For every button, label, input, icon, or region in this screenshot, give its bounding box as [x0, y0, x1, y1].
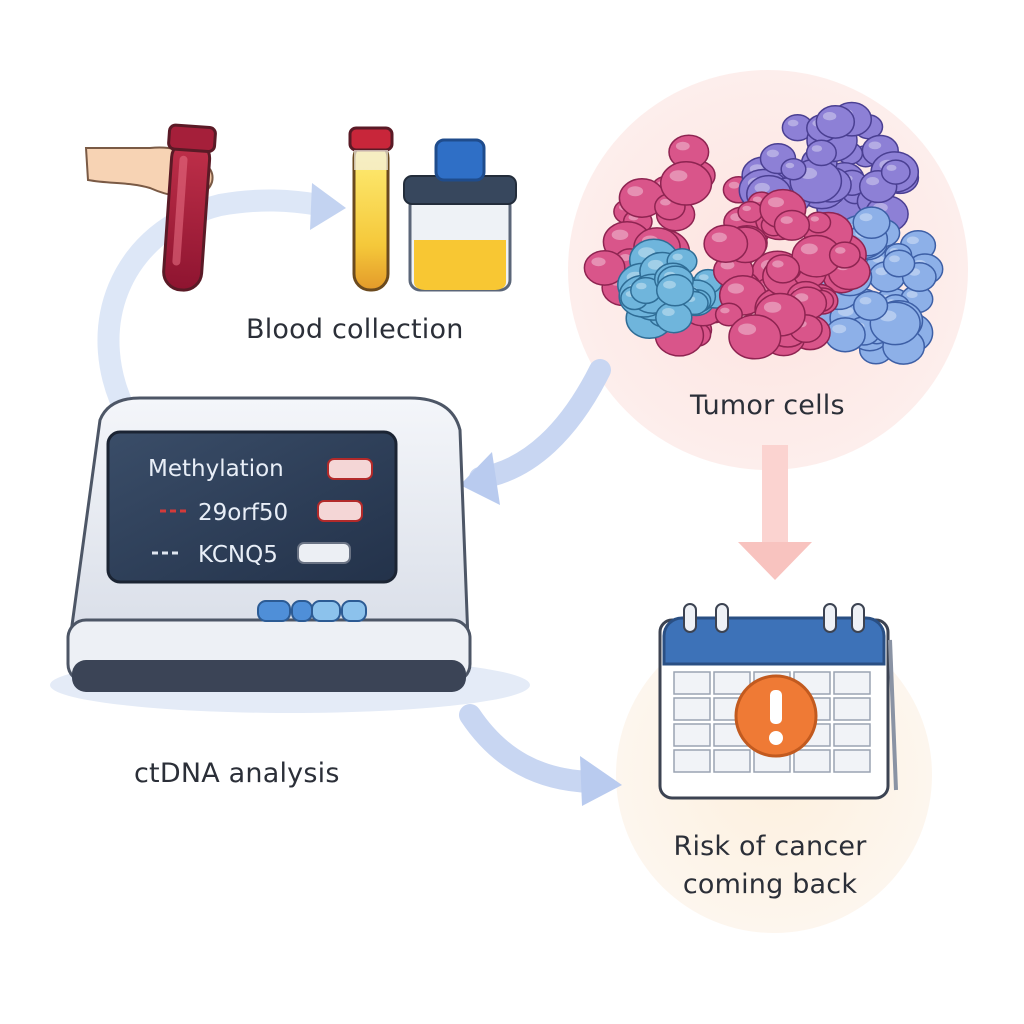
- tumor-cell: [655, 301, 693, 334]
- tumor-cell-highlight: [752, 196, 763, 203]
- risk-label: Risk of cancer coming back: [620, 828, 920, 904]
- tumor-cell: [728, 314, 782, 360]
- tumor-cell-highlight: [868, 141, 882, 150]
- analysis-device-icon: [50, 396, 530, 713]
- tumor-cell-highlight: [727, 283, 745, 294]
- tumor-cell: [714, 302, 743, 327]
- tumor-cell-highlight: [800, 243, 818, 255]
- calendar-cell: [833, 723, 871, 747]
- calendar-cell: [673, 697, 711, 721]
- calendar-cell: [833, 697, 871, 721]
- device-button[interactable]: [257, 600, 291, 622]
- calendar-cell: [833, 671, 871, 695]
- tumor-cells-label: Tumor cells: [690, 390, 845, 421]
- tumor-cell: [780, 157, 807, 181]
- arrow-tumor-to-analysis: [460, 359, 611, 505]
- tumor-cell: [880, 159, 911, 185]
- tumor-cell: [773, 209, 811, 241]
- tumor-cell-highlight: [754, 182, 770, 193]
- tumor-cell-highlight: [780, 216, 793, 224]
- calendar-cell: [833, 749, 871, 773]
- tumor-cell: [828, 241, 861, 269]
- calendar-cell: [713, 749, 751, 773]
- tumor-cell-highlight: [832, 324, 847, 334]
- tumor-cells-icon: [583, 101, 944, 365]
- tumor-cell-highlight: [636, 282, 647, 290]
- tumor-cell-highlight: [663, 280, 676, 289]
- alert-icon: [734, 674, 818, 758]
- tumor-cell: [805, 211, 832, 234]
- sample-jar-icon: [403, 138, 517, 292]
- plasma-tube-icon: [348, 126, 394, 292]
- tumor-cell-highlight: [785, 162, 795, 169]
- tumor-cell-highlight: [811, 145, 823, 152]
- tumor-cell-highlight: [859, 213, 873, 222]
- tumor-cell-highlight: [660, 198, 671, 206]
- calendar-cell: [673, 749, 711, 773]
- tumor-cell-highlight: [772, 260, 784, 268]
- device-button[interactable]: [291, 600, 313, 622]
- tumor-cell: [815, 104, 856, 139]
- calendar-cell: [713, 671, 751, 695]
- tumor-cell-highlight: [822, 112, 837, 121]
- tumor-cell-highlight: [787, 119, 799, 127]
- tumor-cell: [583, 249, 626, 286]
- tumor-cell-highlight: [728, 181, 740, 189]
- tumor-cell-highlight: [763, 301, 782, 313]
- tumor-cell-highlight: [906, 236, 919, 245]
- tumor-cell: [824, 317, 866, 353]
- device-button[interactable]: [311, 600, 341, 622]
- tumor-cell-highlight: [835, 247, 846, 254]
- tumor-cell: [882, 249, 916, 278]
- calendar-cell: [673, 671, 711, 695]
- screen-indicators: [152, 458, 373, 564]
- tumor-cell-highlight: [672, 253, 683, 261]
- tumor-cell: [852, 290, 889, 321]
- risk-label-line-1: Risk of cancer: [673, 831, 867, 862]
- device-buttons: [257, 600, 367, 622]
- tumor-cell-highlight: [647, 259, 664, 270]
- screen-row-gene-1: 29orf50: [198, 500, 289, 526]
- tumor-cell-highlight: [669, 170, 688, 182]
- calendar-rings: [683, 603, 865, 633]
- screen-row-gene-2: KCNQ5: [198, 542, 278, 568]
- tumor-cell-highlight: [662, 308, 675, 316]
- tumor-cell-highlight: [675, 141, 690, 151]
- tumor-cell: [765, 254, 801, 284]
- tumor-cell-highlight: [738, 323, 757, 335]
- tumor-cell-highlight: [768, 197, 784, 208]
- tumor-cell: [703, 224, 749, 264]
- tumor-cell-highlight: [698, 274, 709, 281]
- tumor-cell-highlight: [611, 229, 629, 240]
- tumor-cell-highlight: [866, 177, 880, 186]
- tumor-cell-highlight: [591, 257, 606, 267]
- tumor-cell-highlight: [742, 205, 751, 212]
- tumor-cell-highlight: [886, 164, 897, 171]
- blood-collection-label: Blood collection: [246, 314, 464, 345]
- blood-tube-icon: [162, 123, 217, 292]
- tumor-cell-highlight: [859, 297, 872, 305]
- calendar-cell: [673, 723, 711, 747]
- ctdna-analysis-label: ctDNA analysis: [134, 758, 340, 789]
- tumor-cell: [805, 139, 837, 167]
- risk-label-line-2: coming back: [682, 869, 858, 900]
- tumor-cell: [655, 273, 695, 307]
- tumor-cell-highlight: [810, 216, 819, 222]
- arrow-tumor-to-risk: [738, 445, 812, 580]
- tumor-cell-highlight: [766, 149, 779, 158]
- arrow-loop-to-blood: [97, 183, 346, 431]
- screen-title: Methylation: [148, 456, 284, 482]
- device-button[interactable]: [341, 600, 367, 622]
- tumor-cell-highlight: [711, 232, 727, 243]
- tumor-cell-highlight: [906, 291, 918, 298]
- tumor-cell: [737, 200, 764, 224]
- tumor-cell: [659, 161, 713, 206]
- calendar-cell: [793, 749, 831, 773]
- tumor-cell-highlight: [720, 307, 730, 314]
- tumor-cell: [852, 206, 891, 240]
- arrow-analysis-to-risk: [459, 704, 622, 806]
- tumor-cell-highlight: [889, 255, 900, 263]
- tumor-cell-highlight: [627, 186, 644, 197]
